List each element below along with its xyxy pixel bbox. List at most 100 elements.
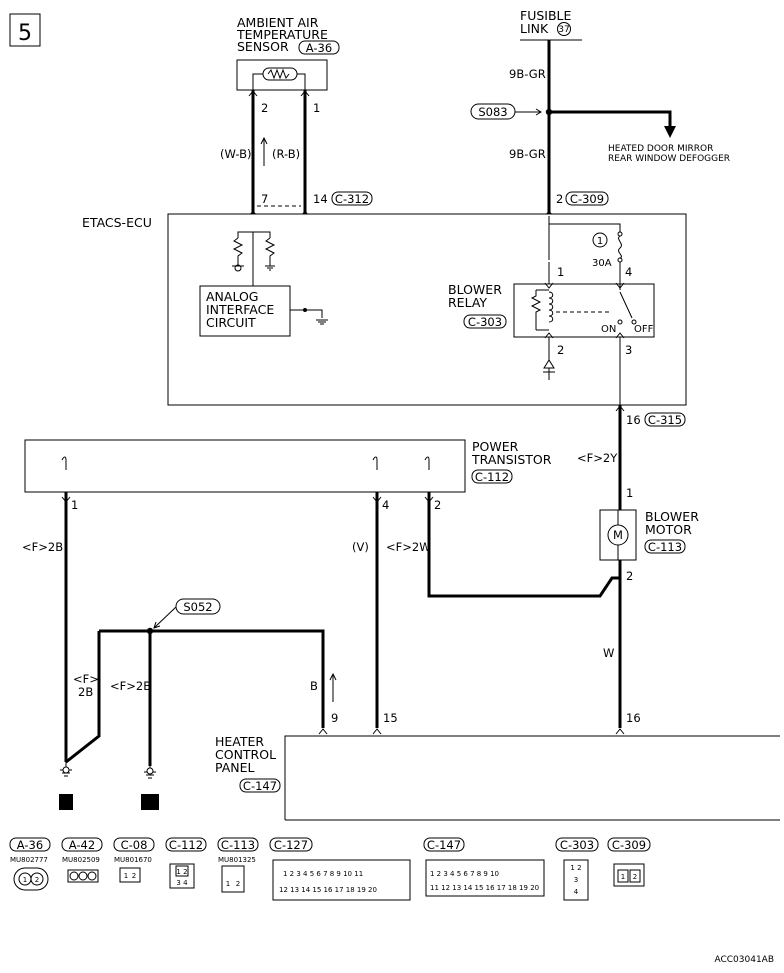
relay-switch-arm [619,291,633,319]
c112-label: C-112 [475,470,509,484]
relay-off-label: OFF [634,324,654,335]
relay-coil-markers [544,282,625,339]
svg-text:2: 2 [35,876,39,884]
svg-text:1 2 3 4 5 6 7 8 9 10 11: 1 2 3 4 5 6 7 8 9 10 11 [283,870,363,878]
resistor-2 [264,237,276,266]
wire-2b-mid-label: <F>2B [110,679,151,693]
blower-motor-label-1: BLOWER [645,509,699,524]
legend-a42: A-42 [69,838,95,852]
branch-label-1: HEATED DOOR MIRROR [608,144,713,154]
legend-c112: C-112 [169,838,203,852]
heater-panel-terminal-marks [318,728,625,735]
heater-panel-label-2: CONTROL [215,747,276,762]
heater-panel-pin-15: 15 [383,711,398,725]
legend-c08-part: MU801670 [114,856,152,864]
svg-text:1: 1 [23,876,27,884]
ground-bus-left-drop [65,631,101,764]
branch-label-2: REAR WINDOW DEFOGGER [608,154,730,164]
c309-tag [565,191,609,206]
c312-label: C-312 [335,192,369,206]
page-number: 5 [18,21,32,46]
ground-bus [99,629,325,728]
figure-id: ACC03041AB [714,955,774,965]
splice-s083-pointer [515,108,542,116]
c113-label: C-113 [648,540,682,554]
ambient-sensor-label-2: TEMPERATURE [236,27,328,42]
wire-2b-left2-label-2: 2B [78,685,93,699]
ground-15-number: 15 [142,796,159,810]
relay-coil [548,291,554,323]
analog-ground-symbol [316,319,328,325]
svg-text:1: 1 [226,880,230,888]
page-number-box [9,13,41,47]
relay-connector: C-303 [468,315,502,329]
fusible-link-number: 37 [558,25,569,35]
transistor-pin-2: 2 [434,498,441,512]
legend-c147: C-147 [427,838,461,852]
power-transistor-internal-terminals [61,456,430,470]
wire-v-label: (V) [352,540,369,554]
transistor-terminal-marks [61,496,434,503]
relay-connector-tag [463,314,507,329]
legend-a36: A-36 [17,838,43,852]
motor-pin-2: 2 [626,569,633,583]
etacs-internal-wiring [237,231,271,286]
relay-diode-resistor [530,289,549,331]
analog-interface-label-1: ANALOG [206,289,259,304]
fuse-supply-wire [549,223,621,232]
svg-text:2: 2 [633,873,637,881]
svg-text:1 2: 1 2 [570,864,581,872]
analog-interface-label-2: INTERFACE [206,302,274,317]
relay-pin-4: 4 [625,265,632,279]
wire-2w-label: <F>2W [386,540,431,554]
heater-panel-pin-16: 16 [626,711,641,725]
heater-panel-box [284,735,780,820]
terminal-marks [248,90,310,217]
c312-tag [331,191,373,206]
etacs-out-pin-16: 16 [626,413,641,427]
wire-2y-label: <F>2Y [577,451,618,465]
wire-2b-left2-label-1: <F> [73,672,99,686]
ambient-sensor-connector-tag [298,40,340,55]
svg-text:1: 1 [124,872,128,880]
wire-9b-gr-bottom: 9B-GR [509,147,546,161]
legend-a42-part: MU802509 [62,856,100,864]
relay-label-2: RELAY [448,295,487,310]
ground-15-circle [146,767,154,775]
resistor-1-ground-circle [234,264,242,272]
motor-symbol: M [613,528,623,542]
svg-text:11 12 13 14 15 16 17 18 19 20: 11 12 13 14 15 16 17 18 19 20 [430,884,539,892]
analog-interface-label-3: CIRCUIT [206,315,256,330]
fusible-link-label-2: LINK [520,21,549,36]
blower-motor-label-2: MOTOR [645,522,692,537]
wire-w-label: W [603,646,614,660]
branch-wire [549,110,672,128]
sensor-wire-rb: (R-B) [272,147,300,161]
fuse-terminal-top [617,231,623,237]
heater-panel-label-1: HEATER [215,734,264,749]
relay-pin-2: 2 [557,343,564,357]
relay-pin-1: 1 [557,265,564,279]
c147-tag [239,778,281,793]
c147-label: C-147 [243,779,277,793]
ambient-sensor-label-1: AMBIENT AIR [237,15,319,30]
svg-text:3: 3 [574,876,578,884]
wire-b-label: B [310,679,318,693]
ground-4-circle [62,766,70,774]
ground-4-badge [59,794,73,810]
ground-15-badge [141,794,159,810]
resistor-1 [232,237,244,262]
svg-text:1: 1 [621,873,625,881]
transistor-pin-1: 1 [71,498,78,512]
wire-2b-left-label: <F>2B [22,540,63,554]
splice-s052: S052 [183,600,212,614]
etacs-pin-14: 14 [313,192,328,206]
c315-tag [644,412,686,427]
fusible-link-number-circle [557,22,571,36]
legend-c309: C-309 [612,838,646,852]
sensor-wire-wb: (W-B) [220,147,252,161]
signal-arrow-up [260,136,268,166]
c113-tag [644,539,686,554]
etacs-pin-7: 7 [261,192,268,206]
